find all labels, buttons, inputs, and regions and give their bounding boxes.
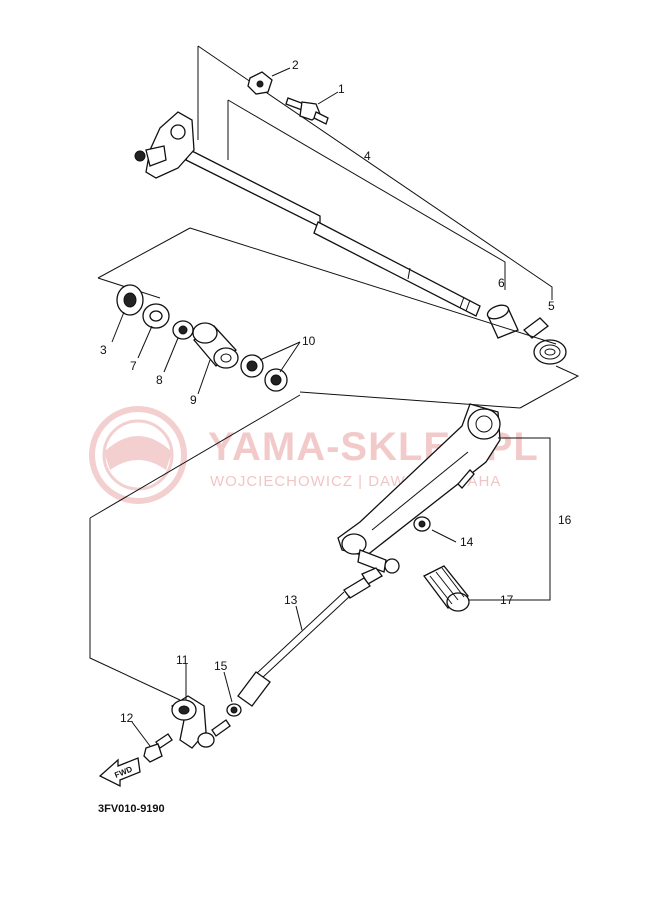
- drawing-code: 3FV010-9190: [98, 803, 165, 815]
- callout-14: 14: [460, 535, 474, 549]
- callout-6: 6: [498, 276, 505, 290]
- shift-shaft-lower: [313, 221, 481, 317]
- part-6-collar: [486, 304, 519, 339]
- callout-13: 13: [284, 593, 298, 607]
- leader-line: [488, 437, 551, 601]
- callout-4: 4: [364, 149, 371, 163]
- callout-1: 1: [338, 82, 345, 96]
- leader-line: [519, 365, 580, 409]
- shift-arm-hole: [170, 124, 186, 140]
- callout-15: 15: [214, 659, 228, 673]
- callout-8: 8: [156, 373, 163, 387]
- callout-2: 2: [292, 58, 299, 72]
- callout-leaders: [111, 67, 498, 747]
- callout-12: 12: [120, 711, 134, 725]
- lever-pinch-bolt: [211, 719, 231, 737]
- callout-5: 5: [548, 299, 555, 313]
- part-9-bushing: [192, 322, 239, 369]
- pedal-peg-stem: [357, 549, 387, 573]
- shift-pedal-group: FWD: [89, 394, 551, 788]
- part-10-bearing-b: [264, 368, 288, 392]
- part-14-nut: [413, 516, 431, 532]
- shaft-spline: [459, 296, 465, 309]
- pedal-adjust-bolt: [457, 469, 475, 489]
- part-11-shift-lever: [171, 695, 215, 749]
- part-2-nut-hole: [256, 80, 264, 88]
- shift-shaft-group: [97, 45, 580, 409]
- forward-arrow-icon: FWD: [98, 757, 141, 788]
- callout-3: 3: [100, 343, 107, 357]
- shift-arm-pin: [134, 150, 146, 162]
- shift-arm-plate: [145, 145, 167, 167]
- leader-line: [197, 45, 553, 300]
- part-13-shift-rod: [237, 567, 383, 707]
- shift-shaft-upper: [185, 149, 321, 229]
- seal-set: [116, 284, 288, 392]
- part-16-shift-pedal: [337, 403, 501, 557]
- leader-line: [299, 391, 521, 409]
- part-12-bolt: [143, 733, 173, 763]
- part-1-bolt-tip: [313, 111, 329, 125]
- part-8-circlip: [172, 320, 194, 340]
- leader-line: [89, 394, 301, 519]
- part-15-locknut: [226, 703, 242, 717]
- callout-7: 7: [130, 359, 137, 373]
- callout-labels: 1 2 3 4 5 6 7 8 9 10 11 12 13 14 15 16 1…: [100, 58, 572, 725]
- leader-line: [97, 227, 191, 279]
- part-10-bearing-a: [240, 354, 264, 378]
- leader-line: [89, 518, 181, 701]
- callout-17: 17: [500, 593, 514, 607]
- shaft-spline: [465, 299, 471, 312]
- callout-11: 11: [176, 653, 189, 667]
- leader-line: [227, 99, 506, 290]
- pedal-peg-end: [384, 558, 400, 574]
- leader-line: [189, 227, 557, 345]
- shaft-groove: [407, 267, 411, 280]
- callout-9: 9: [190, 393, 197, 407]
- watermark-logo: [89, 406, 187, 504]
- part-17-pedal-rubber: [423, 565, 470, 612]
- callout-16: 16: [558, 513, 572, 527]
- part-7-washer: [142, 303, 170, 329]
- part-3-oil-seal: [116, 284, 144, 316]
- part-5-spring: [523, 317, 567, 365]
- shift-arm: [145, 111, 195, 179]
- callout-10: 10: [302, 334, 316, 348]
